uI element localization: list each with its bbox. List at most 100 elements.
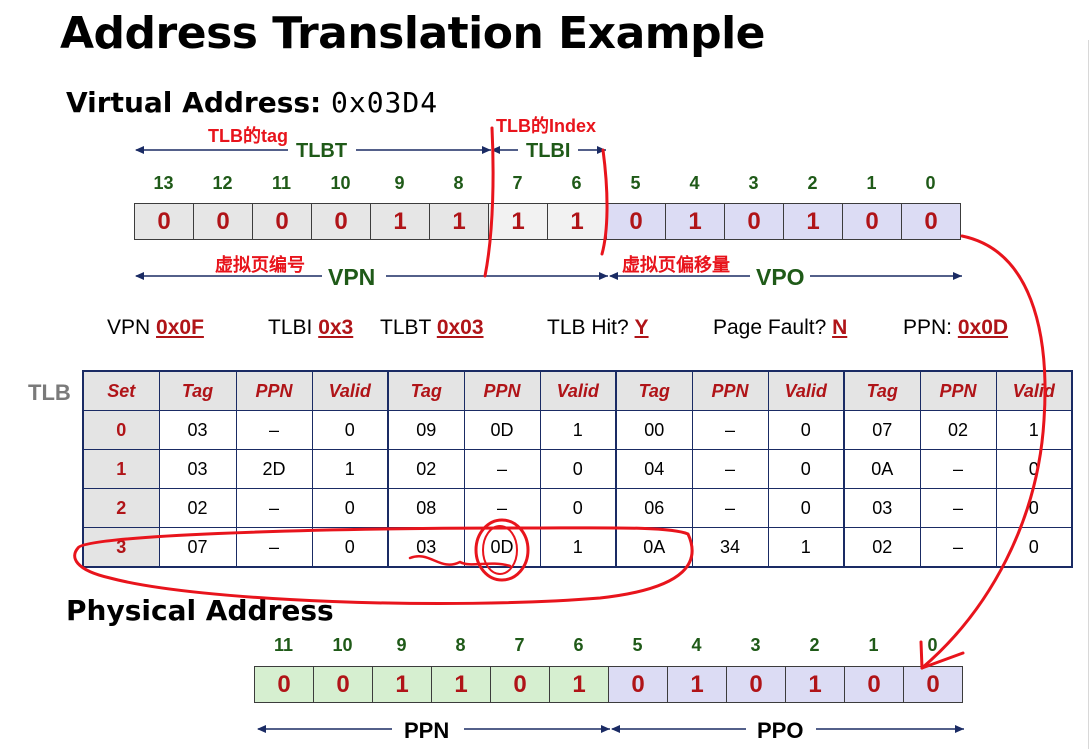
virtual-bit: 0: [312, 204, 371, 239]
tlb-label: TLB: [28, 380, 71, 405]
virtual-bit: 1: [489, 204, 548, 239]
vpo-cn-annotation: 虚拟页偏移量: [622, 255, 730, 275]
tlbi-info-label: TLBI: [268, 316, 313, 339]
tlb-cell: 0: [767, 410, 845, 450]
tlb-cell: 06: [615, 488, 693, 528]
physical-bit: 0: [314, 667, 373, 702]
tlb-index-annotation: TLB的Index: [496, 116, 597, 136]
bit-index: 7: [512, 173, 523, 193]
tlb-cell: 02: [919, 410, 997, 450]
bit-index: 11: [273, 635, 294, 655]
virtual-bit: 1: [371, 204, 430, 239]
tlb-cell: 02: [843, 527, 921, 568]
virtual-address-heading: Virtual Address: 0x03D4: [66, 86, 438, 119]
ppn-info-value: 0x0D: [957, 316, 1009, 339]
tlbi-right-divider: [600, 148, 609, 256]
slide-title: Address Translation Example: [60, 8, 766, 59]
tlb-set-cell: 1: [82, 449, 160, 489]
tlb-hit-info: TLB Hit? Y: [547, 316, 649, 340]
tlb-cell: –: [691, 410, 769, 450]
tlb-cell: 03: [843, 488, 921, 528]
tlb-cell: 0A: [615, 527, 693, 568]
bit-index: 4: [689, 173, 700, 193]
bit-index: 2: [807, 173, 818, 193]
tlb-cell: –: [691, 488, 769, 528]
table-row: 0 03 – 0 09 0D 1 00 – 0 07 02 1: [82, 410, 1073, 450]
tlb-cell: 0: [311, 410, 389, 450]
bit-index: 10: [330, 173, 351, 193]
virtual-address-label: Virtual Address:: [66, 86, 322, 119]
ppn-label: PPN: [404, 718, 450, 743]
tlb-hit-value: Y: [634, 316, 649, 339]
tlb-header: Tag: [387, 370, 465, 411]
bit-index: 3: [750, 635, 761, 655]
vpn-info: VPN 0x0F: [107, 316, 204, 340]
tlb-cell: 07: [843, 410, 921, 450]
virtual-bit: 1: [430, 204, 489, 239]
physical-bit: 1: [668, 667, 727, 702]
ppn-match-circle-inner: [482, 525, 518, 575]
tlbt-label: TLBT: [296, 140, 348, 162]
tlb-cell: 02: [158, 488, 237, 528]
tlbt-info-value: 0x03: [436, 316, 484, 339]
tlb-cell: 09: [387, 410, 465, 450]
tlb-cell: 0: [995, 527, 1073, 568]
page-fault-info: Page Fault? N: [713, 316, 847, 340]
virtual-bit: 0: [843, 204, 902, 239]
tlb-cell: 02: [387, 449, 465, 489]
page-fault-value: N: [832, 316, 848, 339]
physical-bit: 0: [845, 667, 904, 702]
vpn-label: VPN: [328, 264, 376, 290]
virtual-address-bits: 0 0 0 0 1 1 1 1 0 1 0 1 0 0: [134, 203, 961, 240]
tlb-set-cell: 3: [82, 527, 160, 568]
tlb-cell: 1: [539, 410, 617, 450]
tlb-cell: 0A: [843, 449, 921, 489]
virtual-bit: 0: [607, 204, 666, 239]
virtual-bit: 0: [902, 204, 960, 239]
tlbi-info-value: 0x3: [318, 316, 354, 339]
tlb-cell: 1: [539, 527, 617, 568]
tlb-cell: 04: [615, 449, 693, 489]
physical-bit: 0: [904, 667, 962, 702]
bit-index: 1: [866, 173, 877, 193]
bit-index: 9: [394, 173, 405, 193]
tlb-cell: 1: [311, 449, 389, 489]
virtual-bit-indices: 13 12 11 10 9 8 7 6 5 4 3 2 1 0: [134, 173, 960, 194]
bit-index: 6: [571, 173, 582, 193]
bit-index: 6: [573, 635, 584, 655]
tlb-cell: 0: [539, 488, 617, 528]
tlb-header: PPN: [463, 370, 541, 411]
tlb-hit-label: TLB Hit?: [547, 316, 629, 339]
vpn-cn-annotation: 虚拟页编号: [215, 255, 305, 275]
tlb-cell: 03: [387, 527, 465, 568]
physical-bit-indices: 11 10 9 8 7 6 5 4 3 2 1 0: [254, 635, 962, 656]
bit-index: 0: [925, 173, 936, 193]
bit-index: 12: [212, 173, 233, 193]
virtual-address-value: 0x03D4: [330, 86, 439, 119]
tlb-cell: 34: [691, 527, 769, 568]
vpn-info-label: VPN: [107, 316, 151, 339]
virtual-bit: 0: [253, 204, 312, 239]
page-fault-label: Page Fault?: [713, 316, 827, 339]
tlbi-info: TLBI 0x3: [268, 316, 353, 340]
virtual-bit: 1: [784, 204, 843, 239]
vpo-to-ppo-arrowhead: [919, 640, 965, 670]
tlb-cell: 0: [995, 488, 1073, 528]
bit-index: 8: [455, 635, 466, 655]
tlb-header: Set: [82, 370, 160, 411]
virtual-bit: 1: [548, 204, 607, 239]
tlb-cell: 0: [995, 449, 1073, 489]
virtual-bit: 0: [725, 204, 784, 239]
tlb-tag-annotation: TLB的tag: [208, 126, 288, 146]
tlbt-info-label: TLBT: [380, 316, 431, 339]
bit-index: 13: [153, 173, 174, 193]
bit-index: 10: [332, 635, 353, 655]
tlb-cell: 0: [767, 449, 845, 489]
bit-index: 8: [453, 173, 464, 193]
ppn-match-circle: [474, 518, 530, 582]
tag-match-scribble: [408, 555, 512, 568]
bit-index: 5: [632, 635, 643, 655]
tlb-header: PPN: [691, 370, 769, 411]
tlb-header: Valid: [767, 370, 845, 411]
